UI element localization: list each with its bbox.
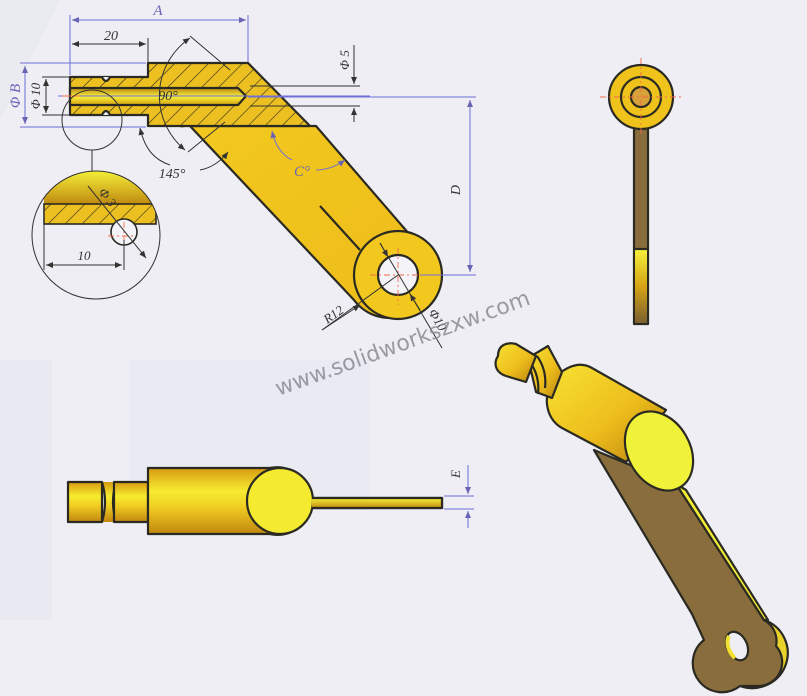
front-section-view: A 20 Φ B Φ 10 Φ 5 90° 145° C° bbox=[8, 3, 476, 349]
dim-20-label: 20 bbox=[104, 29, 118, 44]
side-view: E bbox=[66, 465, 474, 536]
dim-phiB-label: Φ B bbox=[8, 84, 24, 108]
end-view bbox=[600, 58, 682, 326]
detail-view: 10 Φ 3 bbox=[31, 170, 161, 300]
dim-145-label: 145° bbox=[159, 167, 186, 182]
iso-plate bbox=[592, 448, 789, 694]
dim-C-label: C° bbox=[294, 164, 310, 180]
dim-detail-10-label: 10 bbox=[78, 248, 92, 263]
dim-90-label: 90° bbox=[158, 89, 178, 104]
dim-phi5-label: Φ 5 bbox=[337, 50, 352, 70]
dim-phi10-label: Φ 10 bbox=[28, 82, 43, 109]
dim-E-label: E bbox=[448, 470, 463, 479]
dim-A-label: A bbox=[152, 3, 163, 19]
dim-D-label: D bbox=[449, 185, 464, 196]
isometric-view bbox=[494, 342, 789, 694]
dim-R12-label: R12 bbox=[320, 302, 347, 327]
iso-face bbox=[623, 410, 695, 492]
